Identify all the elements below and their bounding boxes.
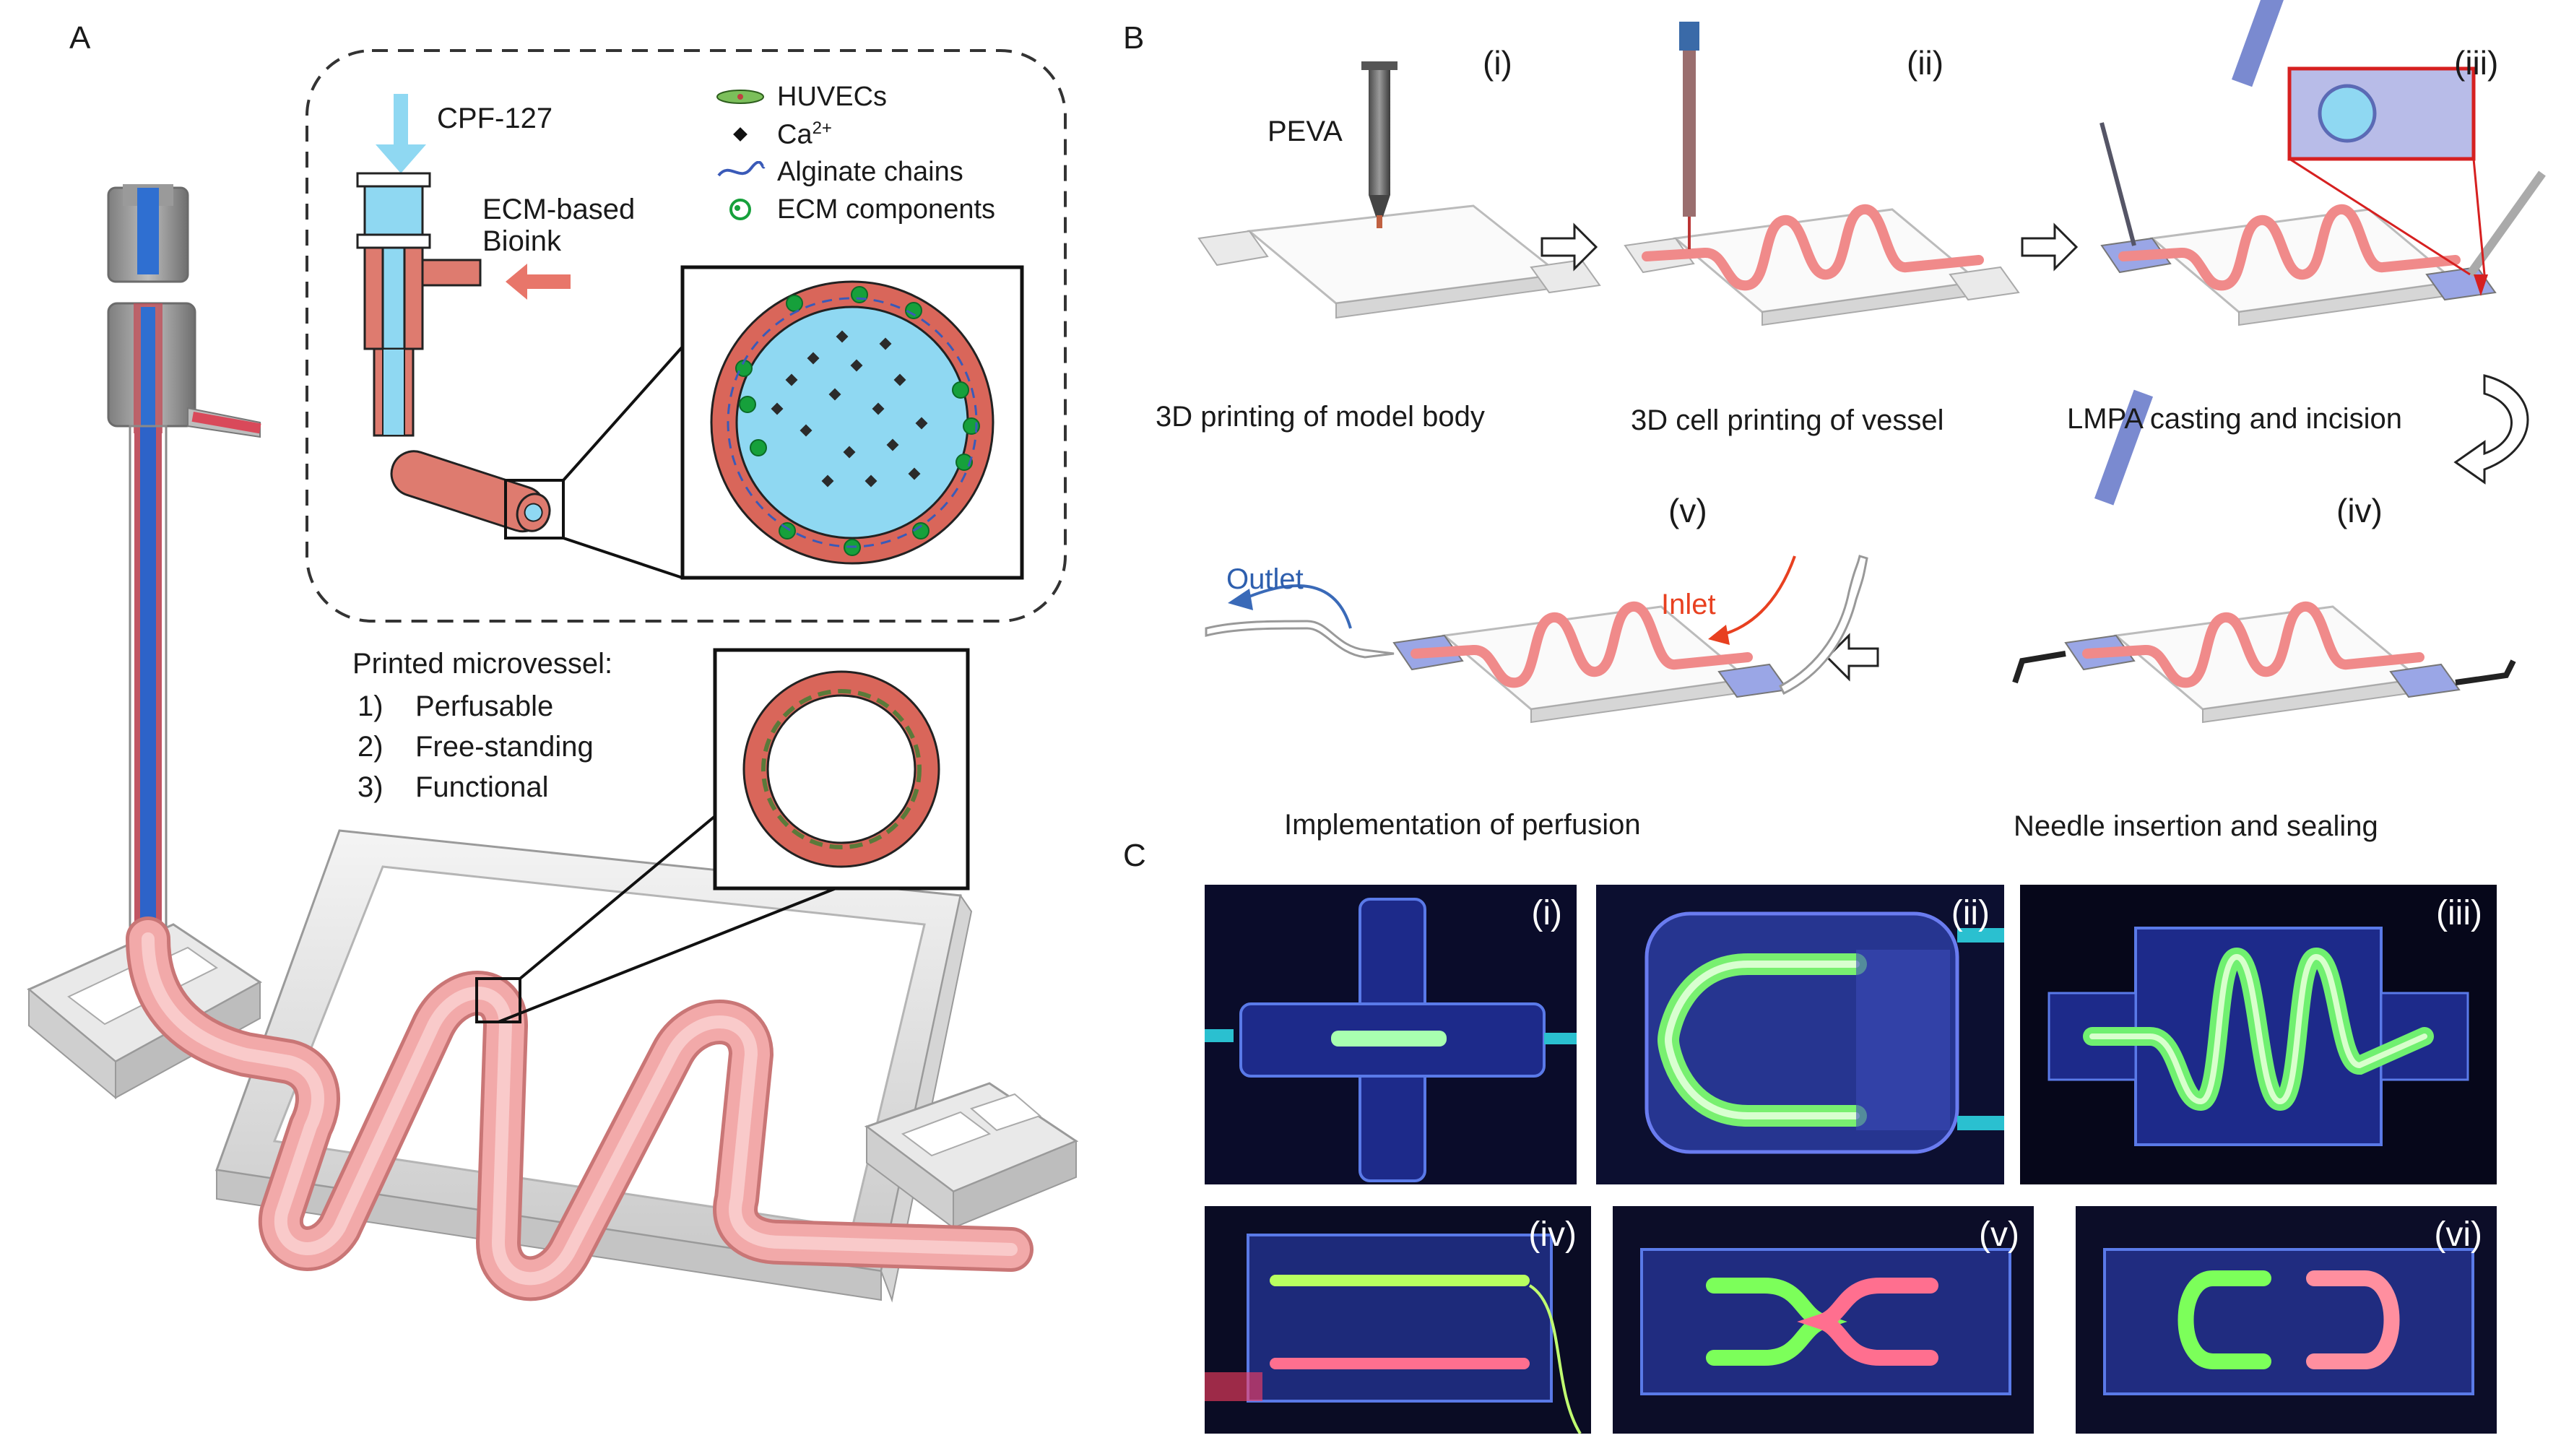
wave-icon bbox=[717, 161, 766, 177]
list-item: 3)Functional bbox=[358, 771, 549, 803]
photo-ii-label: (ii) bbox=[1951, 894, 1990, 932]
step-iv-caption: Needle insertion and sealing bbox=[2014, 810, 2378, 842]
step-iii-label: (iii) bbox=[2454, 44, 2499, 82]
legend-item: ECM components bbox=[715, 191, 1047, 228]
step-v-caption: Implementation of perfusion bbox=[1284, 809, 1641, 841]
list-item: 1)Perfusable bbox=[358, 690, 554, 722]
step-iii-lmpa-casting bbox=[2100, 0, 2546, 326]
curved-arrow-icon bbox=[2453, 374, 2529, 485]
step-ii-cell-printing bbox=[1624, 22, 2020, 326]
microvessel-cross-section bbox=[475, 648, 970, 1023]
bioink-label-line1: ECM-based bbox=[482, 194, 636, 225]
photo-iii-label: (iii) bbox=[2436, 894, 2482, 932]
bioink-label-line2: Bioink bbox=[482, 225, 561, 257]
legend-item: Alginate chains bbox=[715, 153, 1047, 191]
peva-label: PEVA bbox=[1268, 116, 1343, 147]
outlet-label: Outlet bbox=[1226, 563, 1304, 595]
microvessel-title: Printed microvessel: bbox=[352, 648, 613, 680]
legend: HUVECs Ca2+ Alginate chains ECM componen… bbox=[715, 78, 1047, 228]
fluorescent-chip-photo bbox=[1205, 1206, 1591, 1434]
fluorescent-chip-photo bbox=[2076, 1206, 2497, 1434]
step-i-label: (i) bbox=[1483, 44, 1512, 82]
step-ii-label: (ii) bbox=[1907, 44, 1944, 82]
photo-i-label: (i) bbox=[1531, 894, 1562, 932]
panel-b-steps bbox=[1197, 0, 2546, 724]
photo-iii: (iii) bbox=[2020, 885, 2497, 1184]
inlet-label: Inlet bbox=[1661, 589, 1716, 620]
panel-a-illustration bbox=[27, 49, 1079, 1303]
photo-vi-label: (vi) bbox=[2434, 1216, 2482, 1254]
panel-a-letter: A bbox=[69, 20, 91, 56]
cpf-127-label: CPF-127 bbox=[437, 103, 553, 134]
legend-alginate-label: Alginate chains bbox=[777, 156, 963, 187]
photo-iv-label: (iv) bbox=[1528, 1216, 1577, 1254]
photo-v-label: (v) bbox=[1979, 1216, 2019, 1254]
step-i-model-body bbox=[1197, 61, 1601, 319]
panel-b-letter: B bbox=[1123, 20, 1145, 56]
microvessel-list: 1)Perfusable 2)Free-standing 3)Functiona… bbox=[358, 686, 594, 807]
vessel-cross-section bbox=[680, 265, 1024, 580]
inset-nozzle-schematic bbox=[356, 94, 684, 579]
arrow-right-icon bbox=[1540, 222, 1598, 272]
legend-ecm-label: ECM components bbox=[777, 194, 996, 225]
panel-c-letter: C bbox=[1123, 838, 1146, 873]
fluorescent-chip-photo bbox=[1205, 885, 1577, 1184]
step-v-label: (v) bbox=[1668, 492, 1707, 529]
fluorescent-chip-photo bbox=[1596, 885, 2004, 1184]
arrow-right-icon bbox=[2021, 222, 2079, 272]
photo-vi: (vi) bbox=[2076, 1206, 2497, 1434]
step-iv-needle-insertion bbox=[2012, 389, 2516, 724]
photo-i: (i) bbox=[1205, 885, 1577, 1184]
diamond-icon bbox=[733, 127, 748, 142]
ecm-icon bbox=[729, 199, 751, 220]
arrow-left-icon bbox=[1825, 633, 1879, 682]
legend-huvecs-label: HUVECs bbox=[777, 81, 888, 112]
coaxial-nozzle-icon bbox=[107, 184, 261, 940]
legend-ca-label: Ca2+ bbox=[777, 118, 832, 150]
inset-dashed-box bbox=[306, 49, 1067, 623]
model-body-frame bbox=[27, 829, 1079, 1303]
photo-ii: (ii) bbox=[1596, 885, 2004, 1184]
huvec-cell-icon bbox=[716, 90, 764, 104]
step-v-perfusion bbox=[1205, 555, 1868, 724]
fluorescent-chip-photo bbox=[2020, 885, 2497, 1184]
list-item: 2)Free-standing bbox=[358, 731, 594, 763]
step-iv-label: (iv) bbox=[2336, 492, 2383, 529]
legend-item: HUVECs bbox=[715, 78, 1047, 116]
photo-v: (v) bbox=[1613, 1206, 2034, 1434]
fluorescent-chip-photo bbox=[1613, 1206, 2034, 1434]
legend-item: Ca2+ bbox=[715, 116, 1047, 153]
step-i-caption: 3D printing of model body bbox=[1156, 401, 1485, 433]
step-iii-caption: LMPA casting and incision bbox=[2067, 403, 2402, 435]
step-ii-caption: 3D cell printing of vessel bbox=[1631, 404, 1944, 436]
photo-iv: (iv) bbox=[1205, 1206, 1591, 1434]
